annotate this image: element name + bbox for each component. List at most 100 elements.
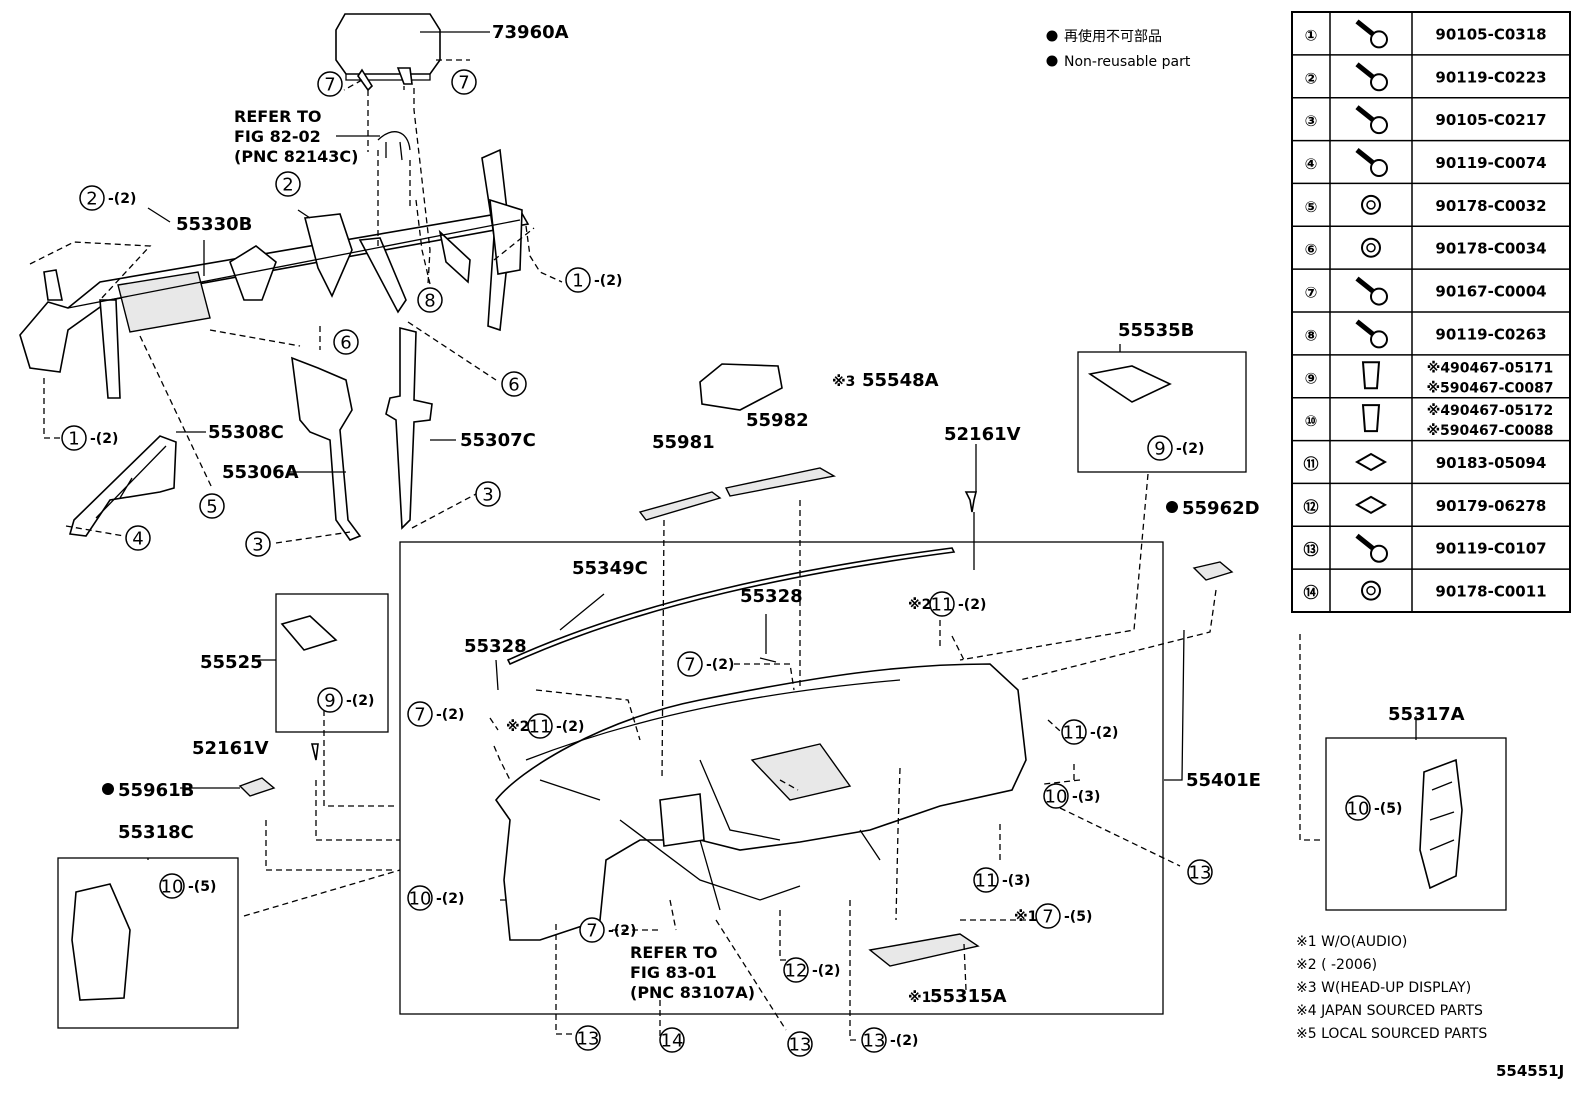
callout-qty: -(2)	[556, 719, 584, 735]
callout-qty: -(3)	[1002, 873, 1030, 889]
fastener-code: 90119-C0263	[1435, 325, 1546, 343]
callout-qty: -(2)	[1176, 441, 1204, 457]
part-label: 55308C	[208, 422, 284, 443]
part-labels: 73960A 55330B 55308C 55306A 55307C ※3 55…	[102, 22, 1564, 1080]
part-label: 55330B	[176, 214, 252, 235]
callout-number: 12	[785, 961, 808, 982]
callout-qty: -(5)	[1374, 801, 1402, 817]
fastener-number: ⑥	[1305, 241, 1318, 259]
part-label-mark: ※3	[832, 374, 855, 390]
fastener-number: ①	[1305, 26, 1318, 44]
callout-boxes	[57, 351, 1507, 1029]
fastener-number: ⑨	[1305, 369, 1318, 387]
part-label: 52161V	[944, 424, 1021, 445]
non-reusable-dot-icon	[102, 783, 114, 795]
callout-number: 5	[206, 497, 217, 518]
footnote: ※2 ( -2006)	[1296, 957, 1377, 973]
callout-qty: -(2)	[812, 963, 840, 979]
fastener-icon	[1355, 19, 1388, 49]
fastener-code: 90167-C0004	[1435, 283, 1546, 301]
callout-qty: -(2)	[108, 191, 136, 207]
fastener-number: ⑬	[1303, 541, 1318, 559]
refer-line: FIG 82-02	[234, 127, 321, 146]
callout-number: 7	[458, 73, 469, 94]
speaker-grille-55962d	[1192, 561, 1234, 581]
refer-line: (PNC 82143C)	[234, 147, 358, 166]
callout-number: 11	[975, 871, 998, 892]
footnotes: ※1 W/O(AUDIO) ※2 ( -2006) ※3 W(HEAD-UP D…	[1296, 934, 1487, 1042]
speaker-grille-55961b	[238, 777, 276, 797]
side-panel-55317a	[1419, 758, 1463, 890]
callout-number: 11	[1063, 723, 1086, 744]
fastener-number: ⑦	[1305, 284, 1318, 302]
non-reusable-dot-icon	[1166, 501, 1178, 513]
fastener-icon	[1361, 194, 1381, 215]
callout-number: 11	[529, 717, 552, 738]
refer-line: REFER TO	[234, 107, 322, 126]
fastener-code: 90105-C0318	[1435, 25, 1546, 43]
callout-11: 11-(2)	[1061, 719, 1118, 745]
callout-1: 1-(2)	[565, 267, 622, 293]
part-label: 55317A	[1388, 704, 1465, 725]
part-label: 55401E	[1186, 770, 1261, 791]
callout-5: 5	[199, 493, 225, 519]
instrument-panel-55401e	[495, 663, 1027, 967]
fastener-icon	[1355, 148, 1388, 177]
callout-number: 13	[863, 1031, 886, 1052]
callout-9: 9-(2)	[317, 687, 374, 713]
non-reusable-dot-icon	[1046, 30, 1058, 42]
callout-qty: -(2)	[958, 597, 986, 613]
part-label: 55982	[746, 410, 809, 431]
callout-11: 11-(3)	[973, 867, 1030, 893]
part-label: 55961B	[118, 780, 194, 801]
callout-3: 3	[245, 531, 271, 557]
callout-mark: ※1	[1014, 909, 1037, 925]
callout-3: 3	[475, 481, 501, 507]
fastener-icon	[1354, 452, 1388, 472]
fastener-icon	[1361, 237, 1381, 258]
fastener-code: ※590467-C0088	[1426, 423, 1553, 439]
callout-4: 4	[125, 525, 151, 551]
callout-number: 9	[324, 691, 335, 712]
part-label: 55962D	[1182, 498, 1260, 519]
fastener-number: ⑤	[1305, 198, 1318, 216]
callout-qty: -(2)	[90, 431, 118, 447]
side-cover-55525	[280, 615, 338, 651]
callout-number: 9	[1154, 439, 1165, 460]
footnote: ※4 JAPAN SOURCED PARTS	[1296, 1003, 1483, 1019]
callout-number: 10	[161, 877, 184, 898]
part-label: 55315A	[930, 986, 1007, 1007]
legend-jp: 再使用不可部品	[1064, 28, 1162, 45]
part-label: 55349C	[572, 558, 648, 579]
fastener-code: 90178-C0034	[1435, 240, 1546, 258]
callout-number: 3	[252, 535, 263, 556]
callout-7: 7-(2)	[677, 651, 734, 677]
clip-52161v	[310, 491, 978, 761]
callout-10: 10-(5)	[1345, 795, 1402, 821]
callout-number: 2	[282, 175, 293, 196]
fastener-code: ※490467-05172	[1427, 403, 1554, 419]
windshield-strip	[506, 547, 956, 666]
callout-number: 7	[324, 75, 335, 96]
callout-mark: ※2	[908, 597, 931, 613]
fastener-icon	[1361, 404, 1381, 433]
callout-7: 7-(2)	[579, 917, 636, 943]
footnote: ※1 W/O(AUDIO)	[1296, 934, 1407, 950]
airbag-module	[335, 13, 441, 161]
callout-13: 13	[1187, 859, 1213, 885]
fastener-code: 90119-C0107	[1435, 540, 1546, 558]
part-label: 55981	[652, 432, 715, 453]
callout-2: 2	[275, 171, 301, 197]
figure-id: 554551J	[1496, 1062, 1564, 1080]
fastener-icon	[1355, 319, 1388, 349]
callout-number: 10	[1045, 787, 1068, 808]
callout-mark: ※2	[506, 719, 529, 735]
side-panel-55318c	[71, 883, 131, 1001]
non-reusable-dot-icon	[1046, 55, 1058, 67]
callout-qty: -(5)	[1064, 909, 1092, 925]
callout-6: 6	[501, 371, 527, 397]
callout-number: 2	[86, 189, 97, 210]
callout-qty: -(5)	[188, 879, 216, 895]
callout-qty: -(2)	[1090, 725, 1118, 741]
